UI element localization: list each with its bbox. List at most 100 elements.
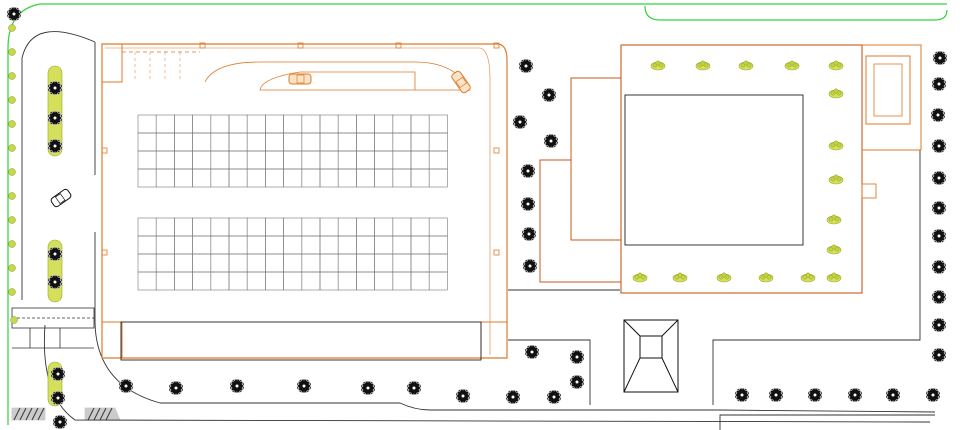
panel-cell xyxy=(174,235,193,255)
panel-cell xyxy=(228,132,248,152)
panel-cell xyxy=(374,150,394,170)
panel-cell xyxy=(428,271,448,291)
panel-cell xyxy=(228,271,248,291)
panel-cell xyxy=(192,217,212,237)
panel-cell xyxy=(137,253,157,273)
panel-cell xyxy=(265,217,284,237)
panel-cell xyxy=(228,168,248,188)
road-median xyxy=(6,6,68,430)
panel-cell xyxy=(428,150,448,170)
courtyard-shrubs xyxy=(632,60,844,283)
panel-cell xyxy=(301,217,321,237)
panel-cell xyxy=(356,253,375,273)
entrance-gate xyxy=(11,307,121,421)
panel-cell xyxy=(319,132,339,152)
panel-cell xyxy=(210,150,230,170)
panel-cell xyxy=(283,150,303,170)
panel-cell xyxy=(265,168,284,188)
panel-cell xyxy=(337,150,357,170)
panel-cell xyxy=(410,271,430,291)
panel-cell xyxy=(174,253,193,273)
crosswalk xyxy=(13,407,113,421)
panel-cell xyxy=(428,217,448,237)
panel-cell xyxy=(392,253,412,273)
panel-cell xyxy=(174,132,193,152)
panel-cell xyxy=(265,150,284,170)
panel-cell xyxy=(228,235,248,255)
panel-cell xyxy=(392,235,412,255)
trees xyxy=(118,50,948,405)
panel-cell xyxy=(301,271,321,291)
panel-cell xyxy=(174,150,193,170)
panel-cell xyxy=(246,114,266,134)
panel-cell xyxy=(410,217,430,237)
panel-cell xyxy=(210,217,230,237)
site-boundary xyxy=(7,3,948,425)
panel-cell xyxy=(319,150,339,170)
panel-cell xyxy=(210,132,230,152)
panel-cell xyxy=(246,132,266,152)
panel-cell xyxy=(265,253,284,273)
panel-cell xyxy=(356,132,375,152)
panel-cell xyxy=(246,217,266,237)
panel-cell xyxy=(137,217,157,237)
panel-cell xyxy=(374,235,394,255)
panel-cell xyxy=(410,132,430,152)
panel-cell xyxy=(428,168,448,188)
panel-cell xyxy=(283,132,303,152)
panel-cell xyxy=(210,235,230,255)
panel-cell xyxy=(210,271,230,291)
panel-cell xyxy=(392,114,412,134)
panel-cell xyxy=(155,132,175,152)
panel-cell xyxy=(192,132,212,152)
panel-cell xyxy=(319,253,339,273)
panel-cell xyxy=(337,253,357,273)
panel-cell xyxy=(337,168,357,188)
panel-cell xyxy=(137,150,157,170)
panel-cell xyxy=(410,114,430,134)
panel-cell xyxy=(137,235,157,255)
panel-cell xyxy=(374,168,394,188)
panel-cell xyxy=(228,253,248,273)
panel-cell xyxy=(374,271,394,291)
road-curbs xyxy=(21,31,936,430)
panel-cell xyxy=(428,253,448,273)
panel-cell xyxy=(392,217,412,237)
panel-cell xyxy=(155,114,175,134)
panel-cell xyxy=(392,132,412,152)
panel-cell xyxy=(174,217,193,237)
panel-cell xyxy=(246,253,266,273)
panel-cell xyxy=(301,168,321,188)
panel-cell xyxy=(246,168,266,188)
panel-cell xyxy=(283,235,303,255)
panel-cell xyxy=(392,168,412,188)
panel-cell xyxy=(319,168,339,188)
panel-cell xyxy=(192,114,212,134)
panel-cell xyxy=(265,235,284,255)
panel-grid-lower xyxy=(137,217,448,291)
panel-cell xyxy=(356,150,375,170)
panel-cell xyxy=(374,132,394,152)
panel-cell xyxy=(174,168,193,188)
panel-cell xyxy=(410,150,430,170)
panel-cell xyxy=(319,271,339,291)
panel-cell xyxy=(428,114,448,134)
panel-cell xyxy=(301,253,321,273)
panel-cell xyxy=(337,271,357,291)
panel-cell xyxy=(392,271,412,291)
panel-cell xyxy=(192,168,212,188)
panel-cell xyxy=(192,235,212,255)
panel-cell xyxy=(356,235,375,255)
panel-cell xyxy=(301,150,321,170)
left-hedge-row xyxy=(8,24,18,324)
panel-cell xyxy=(210,168,230,188)
panel-cell xyxy=(410,235,430,255)
panel-cell xyxy=(319,235,339,255)
panel-cell xyxy=(246,271,266,291)
panel-cell xyxy=(337,217,357,237)
panel-cell xyxy=(192,253,212,273)
panel-cell xyxy=(137,168,157,188)
panel-cell xyxy=(356,271,375,291)
panel-cell xyxy=(337,114,357,134)
